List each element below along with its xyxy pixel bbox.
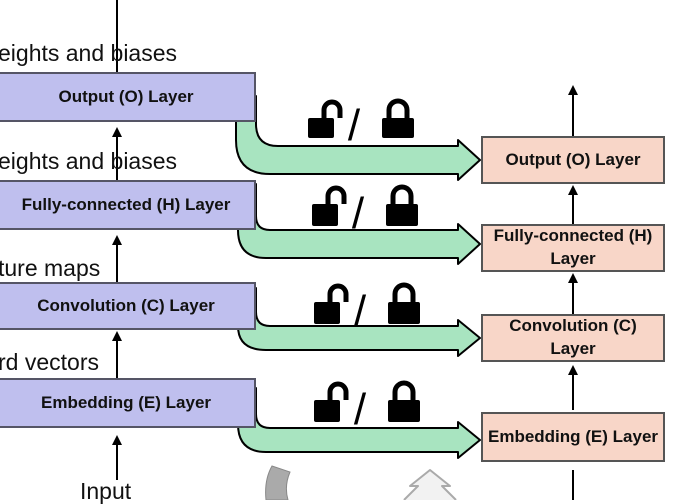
side-label-weights-hidden: eights and biases [0,148,178,174]
white-up-arrow-icon [403,469,457,500]
transfer-arrow-embedding [237,387,481,459]
lock-separator: / [354,287,367,336]
lock-pair-output: / [308,98,414,150]
transfer-arrow-fully-connected [237,183,481,265]
right-layer-embedding: Embedding (E) Layer [481,412,665,462]
side-label-word-vectors: rd vectors [0,349,99,375]
right-layer-fully-connected: Fully-connected (H) Layer [481,224,665,272]
right-layer-output: Output (O) Layer [481,136,665,184]
locked-padlock-icon [388,380,420,422]
side-label-feature-maps: ture maps [0,255,101,281]
lock-pair-convolution: / [314,282,420,336]
gray-curved-arrow-fragment [265,465,291,500]
transfer-arrow-convolution [237,287,481,357]
locked-padlock-icon [382,98,414,138]
right-layer-convolution: Convolution (C) Layer [481,314,665,362]
locked-padlock-icon [388,282,420,324]
input-label: Input [80,478,132,504]
side-label-weights-output: eights and biases [0,40,178,66]
left-layer-convolution: Convolution (C) Layer [0,282,256,330]
lock-separator: / [354,385,367,434]
lock-pair-embedding: / [314,380,420,434]
left-layer-output: Output (O) Layer [0,72,256,122]
left-layer-fully-connected: Fully-connected (H) Layer [0,180,256,230]
unlocked-padlock-icon [312,185,347,226]
transfer-arrow-output [235,95,481,181]
unlocked-padlock-icon [314,283,349,324]
lock-separator: / [348,101,361,150]
left-layer-embedding: Embedding (E) Layer [0,378,256,428]
locked-padlock-icon [386,184,418,226]
lock-pair-fully-connected: / [312,184,418,238]
transfer-arrows [235,95,481,459]
unlocked-padlock-icon [314,381,349,422]
lock-separator: / [352,189,365,238]
unlocked-padlock-icon [308,99,343,138]
